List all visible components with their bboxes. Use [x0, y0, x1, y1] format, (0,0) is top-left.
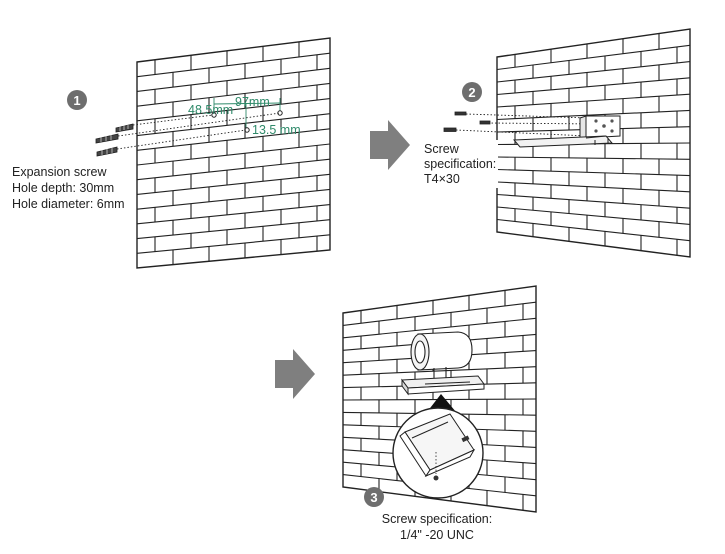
arrow-to-step-3	[275, 349, 315, 399]
camera	[410, 331, 473, 378]
drill-hole-bottom	[244, 127, 250, 133]
screw-size-label: T4×30	[424, 172, 460, 186]
dimension-13-5mm: 13.5 mm	[252, 123, 301, 137]
step-3-badge	[364, 487, 384, 507]
step-3-screw-spec-label: Screw specification:	[382, 512, 492, 526]
step-1-group: 1 97mm 48.5mm 13.5 mm	[12, 90, 301, 211]
screw-spec-label-bg	[420, 140, 498, 188]
hole-dimension-lines	[213, 98, 281, 130]
brick-wall-1	[136, 37, 331, 269]
hole-depth-label: Hole depth: 30mm	[12, 181, 114, 195]
specification-label: specification:	[424, 157, 496, 171]
step-2-number: 2	[468, 85, 475, 100]
expansion-screws	[95, 112, 281, 157]
expansion-screw-label: Expansion screw	[12, 165, 107, 179]
bracket-screws	[443, 111, 601, 137]
step-1-badge	[67, 90, 87, 110]
bracket-holes	[594, 119, 614, 133]
step-3-number: 3	[370, 490, 377, 505]
step-3-screw-size-label: 1/4" -20 UNC	[400, 528, 474, 542]
screw-label: Screw	[424, 142, 460, 156]
mounted-bracket	[401, 375, 485, 396]
arrow-to-step-2	[370, 120, 410, 170]
brick-wall-2	[496, 28, 691, 258]
step-2-badge	[462, 82, 482, 102]
step-3-group: 3 Screw specification: 1/4" -20 UNC	[364, 331, 492, 542]
dimension-97mm: 97mm	[235, 95, 270, 109]
step-2-group: 2 S	[420, 82, 621, 188]
drill-hole-left	[211, 112, 217, 118]
magnified-detail	[392, 407, 484, 499]
step-1-number: 1	[73, 93, 80, 108]
dimension-48-5mm: 48.5mm	[188, 103, 233, 117]
hole-diameter-label: Hole diameter: 6mm	[12, 197, 125, 211]
